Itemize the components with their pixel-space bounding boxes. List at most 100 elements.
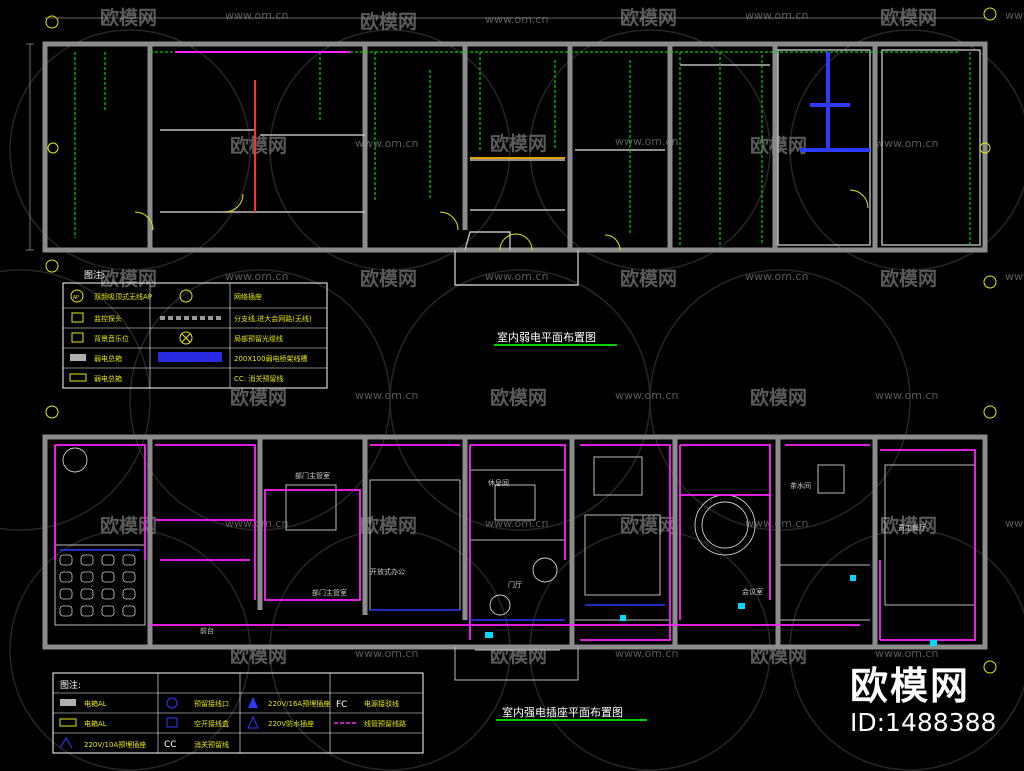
legend-label-main-box: 弱电总箱	[94, 354, 122, 363]
brand-name: 欧模网	[850, 664, 971, 708]
watermark-brand: 欧模网	[880, 6, 937, 29]
room-label-reception: 前台	[200, 626, 214, 635]
legend-label-sub-box: 弱电总箱	[94, 374, 122, 383]
top-plan-title: 室内弱电平面布置图	[497, 330, 596, 344]
bottom-plan-room-labels: 部门主管室 部门主管室 开放式办公 休息间 门厅 茶水间 会议室 员工餐厅 前台	[200, 471, 926, 635]
top-plan-walls	[42, 41, 988, 253]
room-label-open-office: 开放式办公	[370, 567, 405, 576]
legend-label-cc: CC: 消关预留线	[234, 374, 283, 383]
speaker-icon	[71, 332, 84, 343]
watermark: 欧模网 www.om.cn	[360, 514, 548, 537]
bottom-plan-furniture	[54, 447, 976, 626]
legend-label-speaker: 背景音乐位	[94, 334, 129, 343]
watermark-brand: 欧模网	[100, 514, 157, 537]
bottom-plan-title: 室内强电插座平面布置图	[502, 705, 623, 719]
legend-label-waterproof: 220V防水插座	[268, 719, 314, 728]
bottom-plan-circuits	[54, 444, 976, 641]
legend-label-ap: 双频吸顶式无线AP	[94, 292, 152, 301]
legend-label-network: 网络插座	[234, 292, 262, 301]
watermark-url: www.om.cn	[875, 137, 938, 150]
legend-label-panel-al: 电箱AL	[84, 699, 107, 708]
watermark-url: www.om.cn	[355, 137, 418, 150]
chair	[80, 588, 94, 600]
svg-text:AP: AP	[73, 295, 79, 301]
watermark-brand: 欧模网	[230, 386, 287, 409]
top-plan-doors	[134, 189, 869, 251]
brand-badge: 欧模网 ID:1488388	[850, 664, 1010, 738]
sub-box-icon	[69, 373, 87, 382]
chair	[101, 571, 115, 583]
cc2-icon: CC	[164, 740, 177, 750]
legend-label-branch: 分支线,进大会网路(无线)	[234, 314, 312, 323]
watermark-brand: 欧模网	[490, 132, 547, 155]
bottom-plan-axis-bubbles	[45, 405, 997, 674]
watermark-brand: 欧模网	[360, 514, 417, 537]
watermark-url: www.om.cn	[225, 9, 288, 22]
watermark-url: www.om.cn	[745, 270, 808, 283]
legend-label-cc-line: 消关预留线	[194, 740, 229, 749]
top-legend-heading: 图注:	[84, 269, 105, 281]
watermark-url: www.om.cn	[1005, 270, 1024, 283]
watermark-url: www.om.cn	[875, 389, 938, 402]
watermark-brand: 欧模网	[230, 134, 287, 157]
reserve-port-icon	[166, 697, 178, 709]
panel-al-icon	[60, 699, 76, 706]
chair	[59, 605, 73, 617]
legend-label-switch-box: 空开接线盒	[194, 719, 229, 728]
legend-label-feed: 电源接驳线	[364, 699, 399, 708]
watermark-url: www.om.cn	[485, 517, 548, 530]
chair	[101, 554, 115, 566]
legend-label-panel-al2: 电箱AL	[84, 719, 107, 728]
room-label-foyer: 门厅	[508, 580, 522, 589]
watermark-url: www.om.cn	[225, 270, 288, 283]
top-legend: 图注: AP 双频吸顶式无线AP 网络插座 监控探头 分支线,进大会网路(无线)…	[62, 269, 328, 389]
chairs-left	[59, 554, 136, 617]
watermarks: 欧模网 www.om.cn 欧模网 www.om.cn 欧模网 www.om.cn 欧模网 w…	[100, 6, 1024, 667]
watermark-url: www.om.cn	[1005, 517, 1024, 530]
legend-label-16a: 220V/16A预埋插座	[268, 699, 330, 708]
chair	[101, 588, 115, 600]
main-box-icon	[70, 354, 86, 361]
legend-label-tray: 200X100弱电桥架线槽	[234, 354, 308, 363]
room-label-canteen: 员工餐厅	[898, 523, 926, 532]
fc-label: FC	[336, 700, 347, 710]
chair	[122, 571, 136, 583]
watermark-url: www.om.cn	[615, 135, 678, 148]
bottom-plan-walls	[42, 434, 988, 650]
socket-10a-icon	[59, 737, 73, 749]
bottom-plan-cyan-marks	[485, 575, 937, 646]
waterproof-icon	[247, 715, 259, 729]
socket-16a-icon	[248, 697, 258, 708]
watermark-brand: 欧模网	[620, 514, 677, 537]
room-label-lounge: 休息间	[488, 478, 509, 487]
camera-icon	[71, 312, 84, 323]
watermark: 欧模网 www.om.cn	[880, 267, 1024, 290]
room-label-meeting: 会议室	[742, 587, 763, 596]
watermark-brand: 欧模网	[880, 267, 937, 290]
chair	[122, 554, 136, 566]
watermark-brand: 欧模网	[750, 386, 807, 409]
fiber-icon	[179, 331, 193, 345]
chair	[59, 554, 73, 566]
chair	[122, 588, 136, 600]
power-socket-plan: 部门主管室 部门主管室 开放式办公 休息间 门厅 茶水间 会议室 员工餐厅 前台…	[42, 405, 997, 754]
watermark: 欧模网 www.om.cn	[230, 134, 418, 157]
watermark-brand: 欧模网	[360, 10, 417, 33]
network-socket-icon	[179, 289, 193, 303]
top-plan-accents	[175, 51, 870, 212]
chair	[80, 554, 94, 566]
brand-id: ID:1488388	[850, 708, 997, 737]
cable-tray-icon	[158, 352, 222, 362]
watermark-brand: 欧模网	[490, 386, 547, 409]
panel-al2-icon	[59, 718, 77, 727]
weak-current-plan: 图注: AP 双频吸顶式无线AP 网络插座 监控探头 分支线,进大会网路(无线)…	[26, 7, 997, 389]
legend-label-reserve: 预留接线口	[194, 699, 229, 708]
watermark-brand: 欧模网	[620, 267, 677, 290]
